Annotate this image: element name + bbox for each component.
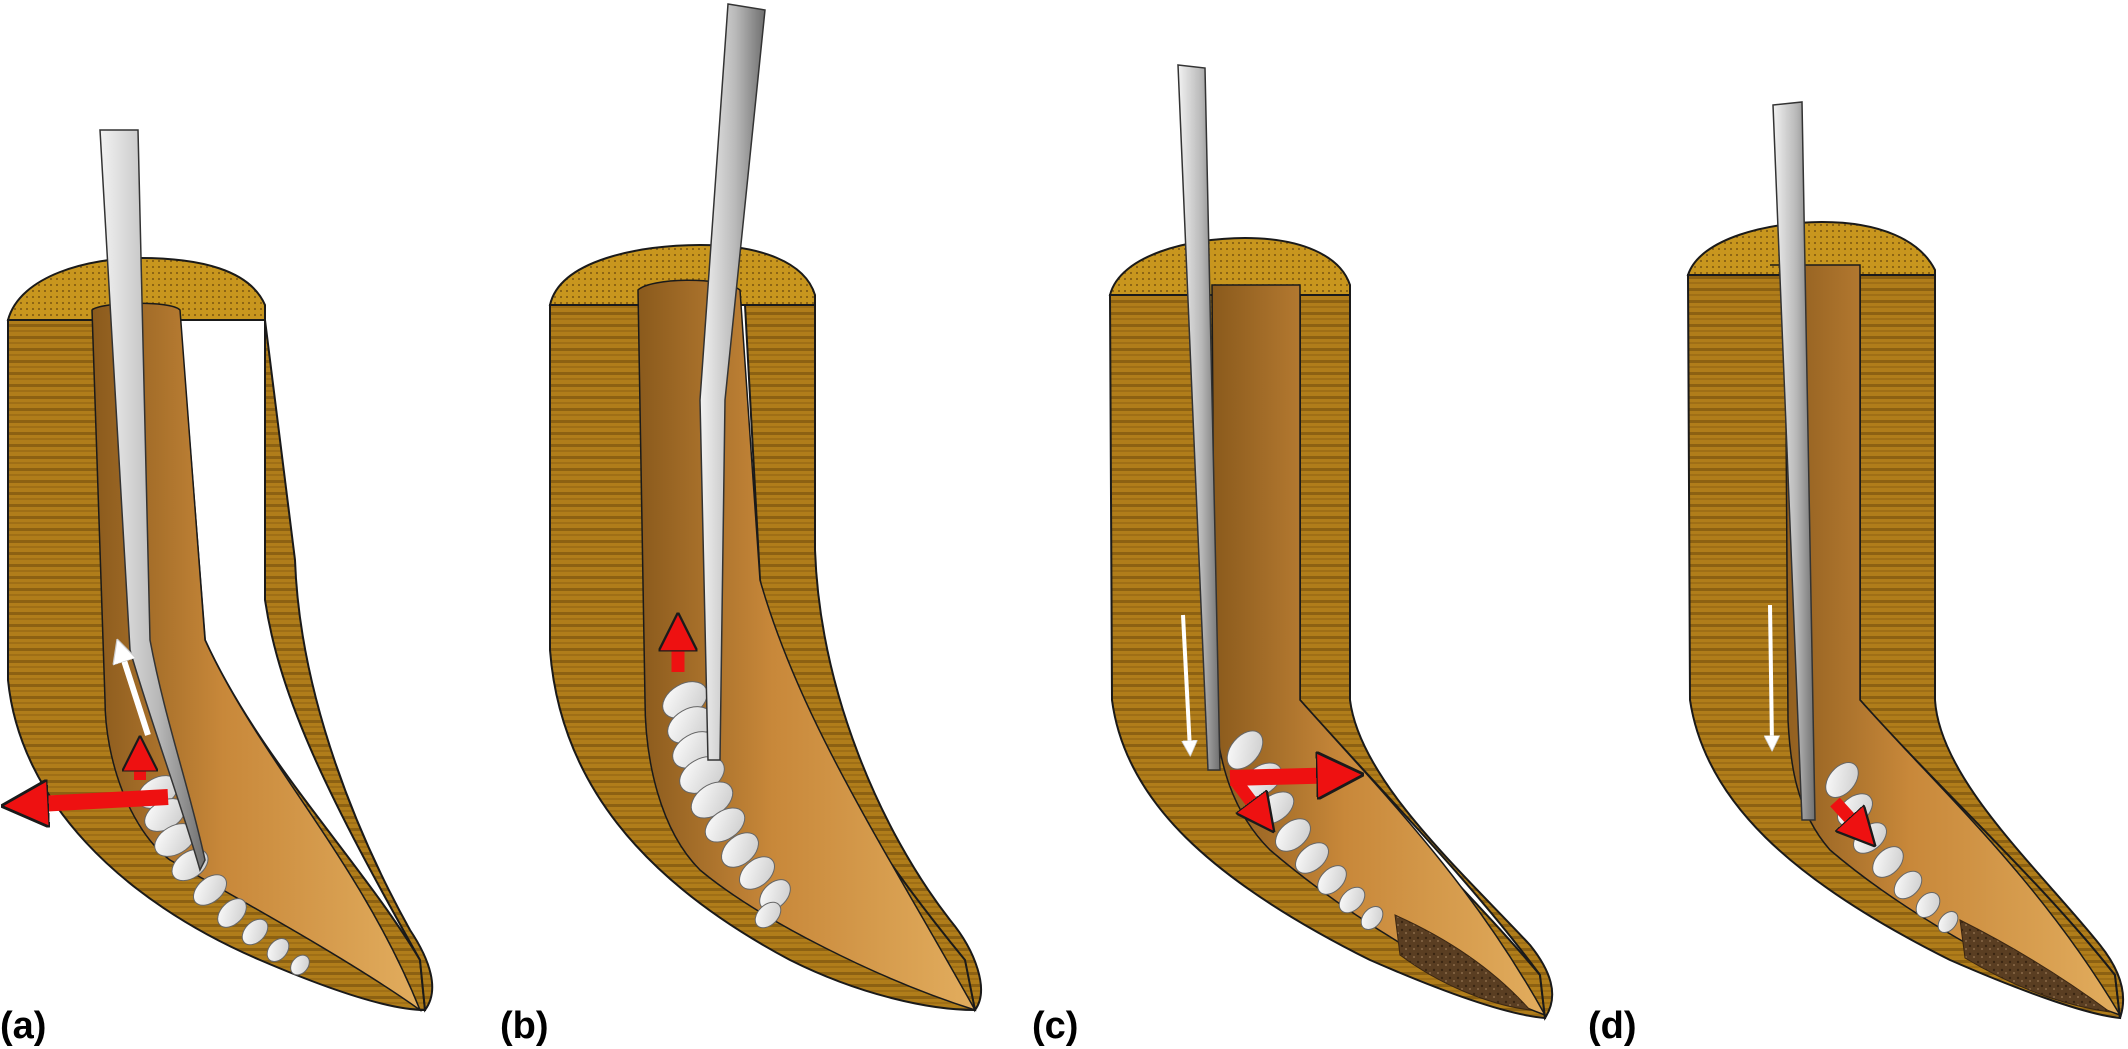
panel-c: (c) (1032, 64, 1554, 1047)
panel-label-c: (c) (1032, 1005, 1078, 1047)
root-canal-space (1770, 264, 2122, 1017)
red-force-arrow-icon (1830, 797, 1865, 835)
endodontic-file (1772, 101, 1816, 821)
panel-a: (a) (0, 129, 434, 1047)
white-motion-arrow-icon (1181, 614, 1190, 750)
root-canal-space (1211, 284, 1547, 1017)
crown-top (1686, 220, 1936, 276)
crown-top (548, 243, 816, 306)
red-force-arrow-icon (20, 797, 169, 805)
endodontic-file (1177, 64, 1221, 771)
white-motion-arrow-icon (1770, 604, 1772, 745)
panel-b: (b) (500, 3, 982, 1047)
panel-label-b: (b) (500, 1005, 549, 1047)
panel-label-d: (d) (1588, 1005, 1637, 1047)
red-force-arrow-icon (1229, 776, 1265, 820)
panel-label-a: (a) (0, 1005, 46, 1047)
endodontic-file (99, 129, 206, 873)
packed-apical-debris (1394, 914, 1532, 1011)
white-motion-arrow-icon (120, 648, 151, 736)
endodontic-file (699, 3, 766, 761)
debris-spiral (662, 681, 791, 929)
red-force-arrow-icon (1229, 775, 1345, 778)
panel-d: (d) (1588, 101, 2124, 1047)
tooth-root (1108, 236, 1554, 1021)
crown-top (1108, 236, 1351, 296)
packed-apical-debris (1959, 919, 2111, 1013)
